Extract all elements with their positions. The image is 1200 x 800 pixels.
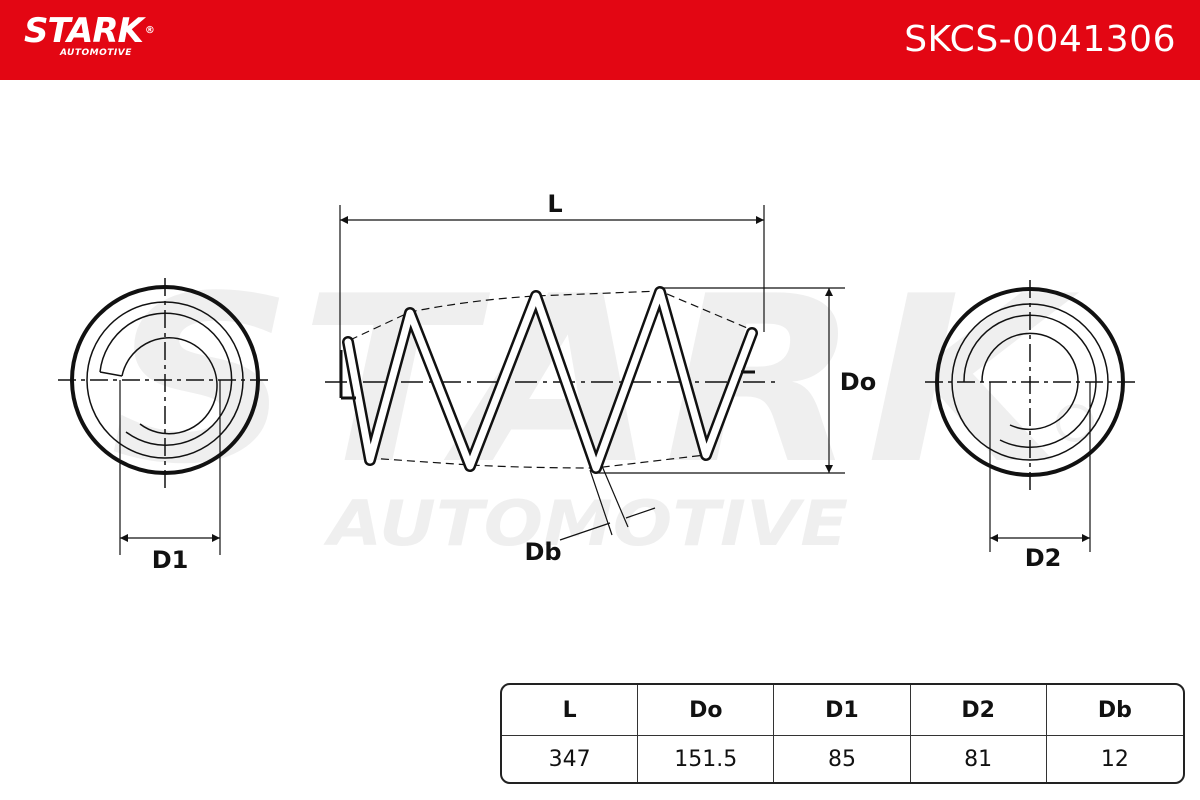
spring-diagram: STARK AUTOMOTIVE D1 D2 xyxy=(58,190,1135,574)
end-view-left xyxy=(58,278,270,555)
spec-header-do: Do xyxy=(638,685,775,736)
spec-value-db: 12 xyxy=(1100,746,1129,772)
dimension-label-l: L xyxy=(547,190,562,218)
spring-side-view xyxy=(325,205,845,541)
dimension-label-do: Do xyxy=(840,368,876,396)
dimension-label-d2: D2 xyxy=(1025,544,1062,572)
end-view-right xyxy=(925,280,1135,552)
spec-header-db: Db xyxy=(1046,685,1183,736)
spec-table-header-row: L Do D1 D2 Db xyxy=(502,685,1183,736)
brand-logo: STARK® AUTOMOTIVE xyxy=(24,11,155,58)
watermark-registered-icon xyxy=(1056,404,1094,442)
part-number: SKCS-0041306 xyxy=(904,19,1176,60)
header-bar: STARK® AUTOMOTIVE SKCS-0041306 xyxy=(0,0,1200,80)
brand-subtitle: AUTOMOTIVE xyxy=(60,48,132,58)
spec-value-d1: 85 xyxy=(774,736,911,782)
spec-value-do: 151.5 xyxy=(638,736,775,782)
brand-name: STARK® xyxy=(24,11,155,51)
dimension-label-d1: D1 xyxy=(152,546,189,574)
spec-header-d1: D1 xyxy=(774,685,911,736)
spec-table: L Do D1 D2 Db 347 151.5 85 81 12 xyxy=(500,683,1185,784)
watermark-line2: AUTOMOTIVE xyxy=(322,487,848,560)
spec-header-d2: D2 xyxy=(910,685,1047,736)
spec-value-d2: 81 xyxy=(911,736,1047,782)
spec-value-l: 347 xyxy=(502,736,639,782)
spec-header-l: L xyxy=(502,685,639,736)
dimension-label-db: Db xyxy=(524,538,561,566)
spec-table-value-row: 347 151.5 85 81 12 xyxy=(502,736,1183,782)
